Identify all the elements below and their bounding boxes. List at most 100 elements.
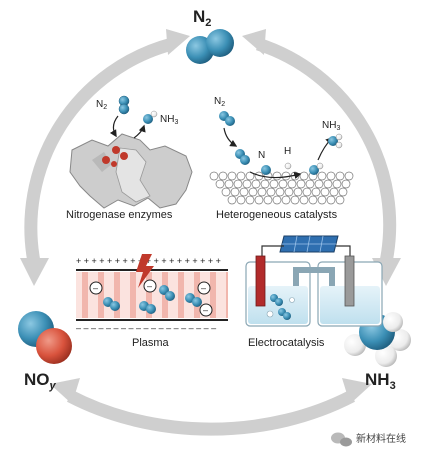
- catalyst-surface: [209, 171, 354, 205]
- gas-bubble: [289, 297, 295, 303]
- surface-atom: [221, 187, 231, 197]
- nh3-label: NH3: [365, 370, 396, 392]
- surface-atom: [233, 179, 243, 189]
- heterogeneous-panel: N2 N H NH3 Heterogeneous catalysts: [209, 96, 354, 221]
- enzyme-nh3-h: [150, 110, 158, 118]
- surface-atom: [287, 179, 297, 189]
- n2-node: N2: [186, 7, 234, 64]
- nh3-h-atom-3: [375, 345, 397, 367]
- hetero-n-label: N: [258, 150, 265, 161]
- active-site-2: [112, 146, 120, 154]
- electron-sign: –: [201, 283, 206, 293]
- surface-atom: [308, 195, 318, 205]
- circuit-wire-left: [261, 245, 284, 258]
- arrow-noy-to-n2: [24, 37, 174, 264]
- hetero-nh3-h-2: [335, 141, 343, 149]
- arrow-head-noy-bottom: [50, 378, 80, 404]
- cathode-electrode: [255, 255, 266, 307]
- enzyme-arrow-out: [133, 124, 146, 139]
- surface-atom: [296, 179, 306, 189]
- surface-atom: [266, 187, 276, 197]
- plasma-n2-atom-6: [146, 304, 156, 314]
- enzyme-nh3-n: [143, 114, 153, 124]
- surface-atom: [215, 179, 225, 189]
- surface-atom: [227, 195, 237, 205]
- salt-bridge: [293, 267, 335, 286]
- surface-atom: [248, 187, 258, 197]
- enzyme-protein-lobe: [115, 147, 151, 203]
- noy-label: NOy: [24, 370, 57, 392]
- surface-atom: [302, 187, 312, 197]
- plasma-n2-atom-4: [165, 291, 175, 301]
- surface-atom: [272, 195, 282, 205]
- enzyme-nh3-label: NH3: [160, 114, 178, 126]
- electro-n2-atom-2: [275, 298, 283, 306]
- surface-atom: [320, 187, 330, 197]
- electrocatalysis-caption: Electrocatalysis: [248, 337, 325, 349]
- surface-atom: [299, 195, 309, 205]
- cycle-arrows: [20, 29, 401, 436]
- surface-atom: [254, 195, 264, 205]
- hetero-n2-label: N2: [214, 96, 225, 108]
- surface-atom: [323, 179, 333, 189]
- hetero-adsorbed-n-2: [240, 155, 250, 165]
- surface-atom: [272, 171, 282, 181]
- anode-electrode: [344, 255, 355, 307]
- hetero-h-atom: [284, 162, 292, 170]
- surface-atom: [245, 195, 255, 205]
- surface-atom: [275, 187, 285, 197]
- nitrogenase-caption: Nitrogenase enzymes: [66, 209, 173, 221]
- n2-atom-2: [206, 29, 234, 57]
- surface-atom: [326, 171, 336, 181]
- arrow-head-n2-left: [166, 29, 190, 55]
- watermark-text: 新材料在线: [356, 432, 406, 445]
- hetero-nh-h: [316, 162, 324, 170]
- n2-label: N2: [193, 7, 211, 29]
- hetero-nh-n: [309, 165, 319, 175]
- surface-atom: [317, 195, 327, 205]
- surface-atom: [290, 195, 300, 205]
- active-site-3: [120, 152, 128, 160]
- enzyme-n2-atom-2: [118, 103, 130, 115]
- electron-sign: –: [93, 283, 98, 293]
- nh3-h-atom-1: [344, 334, 366, 356]
- surface-atom: [317, 171, 327, 181]
- hetero-nh3-n: [328, 136, 338, 146]
- electron-icon: [197, 281, 211, 295]
- surface-atom: [236, 171, 246, 181]
- lightning-icon: [136, 254, 154, 288]
- active-site-4: [111, 161, 117, 167]
- surface-atom: [305, 179, 315, 189]
- hetero-n-atom: [261, 165, 271, 175]
- nh3-h-atom-4: [383, 312, 403, 332]
- hetero-h-label: H: [284, 146, 291, 157]
- surface-atom: [281, 195, 291, 205]
- plasma-particles: – – – –: [89, 279, 213, 317]
- plasma-caption: Plasma: [132, 337, 170, 349]
- hetero-n2-atom-2: [225, 116, 235, 126]
- surface-atom: [341, 179, 351, 189]
- surface-atom: [230, 187, 240, 197]
- surface-atom: [236, 195, 246, 205]
- plasma-negative-signs: – – – – – – – – – – – – – – – – – – –: [76, 323, 216, 333]
- surface-atom: [218, 171, 228, 181]
- surface-atom: [344, 171, 354, 181]
- electron-sign: –: [203, 305, 208, 315]
- electrocatalysis-panel: Electrocatalysis: [245, 235, 383, 349]
- surface-atom: [209, 171, 219, 181]
- circuit-wire-right: [336, 245, 351, 258]
- hetero-nh3-h-1: [335, 133, 343, 141]
- surface-atom: [263, 195, 273, 205]
- surface-atom: [257, 187, 267, 197]
- surface-atom: [242, 179, 252, 189]
- electron-icon: [89, 281, 103, 295]
- surface-atom: [314, 179, 324, 189]
- arrow-nh3-to-noy: [67, 390, 355, 436]
- arrow-n2-to-nh3: [256, 37, 397, 264]
- noy-node: NOy: [18, 311, 72, 392]
- active-site-1: [102, 156, 110, 164]
- enzyme-arrow-in: [109, 115, 119, 138]
- surface-atom: [278, 179, 288, 189]
